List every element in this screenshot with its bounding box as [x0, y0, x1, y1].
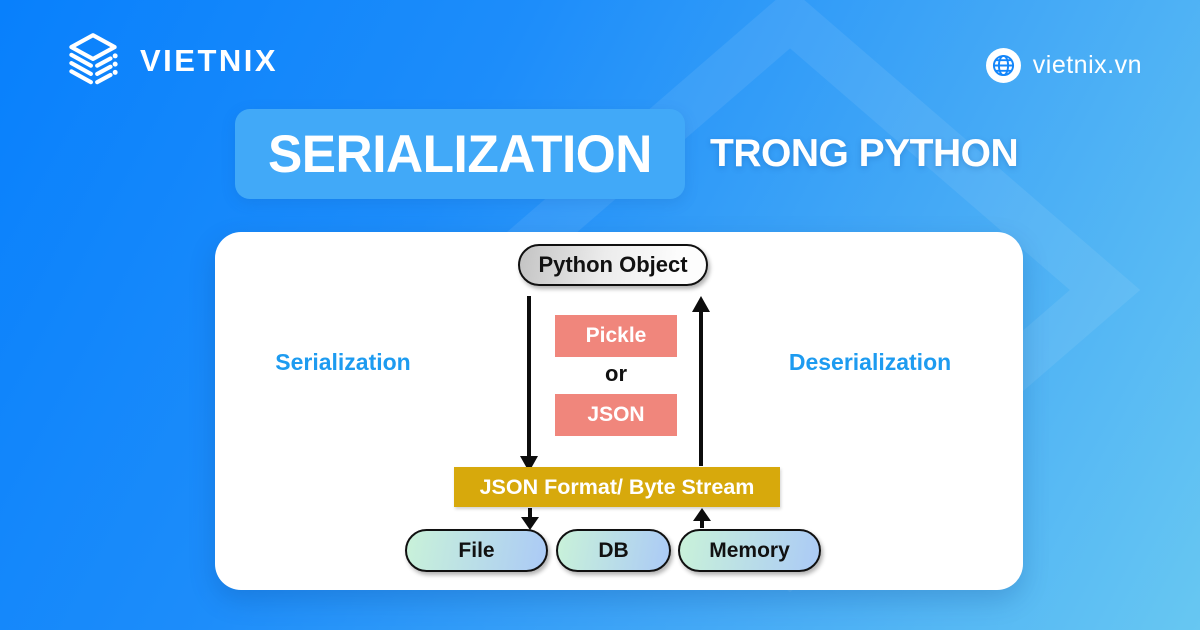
serialization-label: Serialization — [275, 349, 411, 375]
file-node: File — [405, 529, 548, 572]
vietnix-logo: VIETNIX — [60, 32, 278, 90]
memory-node: Memory — [678, 529, 821, 572]
vietnix-logo-icon — [69, 33, 118, 85]
website-badge[interactable]: vietnix.vn — [985, 48, 1142, 83]
byte-stream-node: JSON Format/ Byte Stream — [454, 467, 780, 507]
json-box: JSON — [555, 394, 677, 436]
globe-icon — [985, 48, 1021, 83]
page-title-highlight: SERIALIZATION — [267, 124, 653, 184]
brand-name: VIETNIX — [140, 43, 279, 78]
or-label: or — [605, 361, 627, 386]
python-object-node: Python Object — [518, 244, 708, 286]
memory-to-stream-arrow-head — [693, 508, 711, 521]
page-title-suffix: TRONG PYTHON — [710, 132, 1019, 175]
title-highlight-box: SERIALIZATION — [235, 109, 685, 199]
deserialization-label: Deserialization — [788, 349, 952, 375]
diagram-card: Python Object Pickle or JSON Serializati… — [215, 232, 1023, 590]
website-url[interactable]: vietnix.vn — [1032, 51, 1142, 79]
db-node: DB — [556, 529, 671, 572]
deserialization-up-arrow-head — [692, 296, 710, 312]
pickle-box: Pickle — [555, 315, 677, 357]
